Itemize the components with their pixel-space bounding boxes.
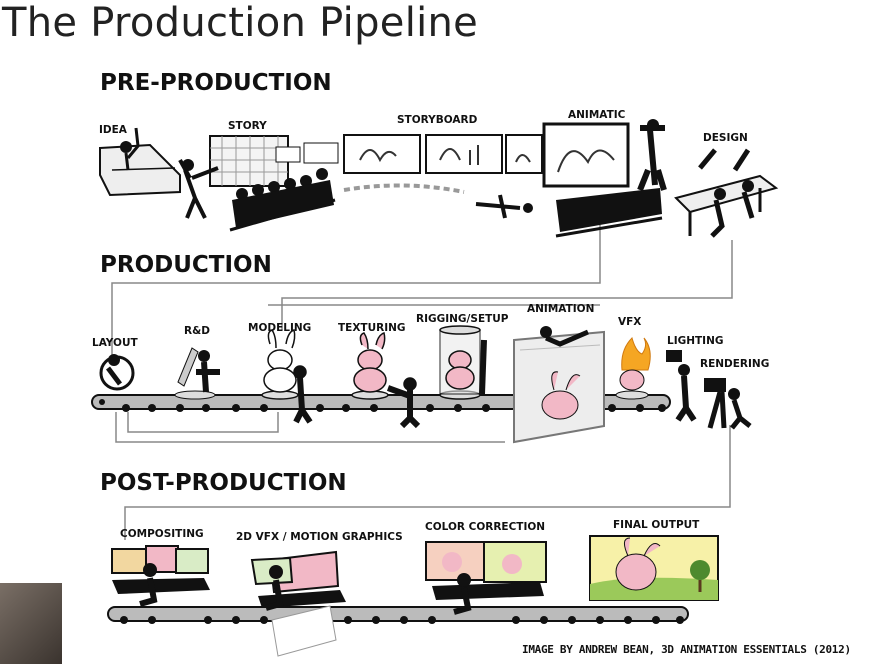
pipeline-connectors (111, 225, 733, 540)
lighting-label: LIGHTING (667, 335, 724, 347)
animation-screen-icon (513, 326, 605, 444)
image-credit: IMAGE BY ANDREW BEAN, 3D ANIMATION ESSEN… (522, 643, 851, 656)
post-conveyor (107, 606, 689, 624)
compositing-desk-icon (111, 545, 210, 607)
texturing-bunny-icon (351, 332, 421, 429)
idea-bed-icon (99, 127, 181, 197)
modeling-label: MODELING (248, 322, 312, 334)
animatic-screen-icon (542, 119, 667, 238)
design-label: DESIGN (703, 132, 748, 144)
storyboard-panels-icon (343, 134, 543, 219)
animatic-label: ANIMATIC (568, 109, 626, 121)
final-output-frame-icon (589, 535, 719, 601)
motion-graphics-label: 2D VFX / MOTION GRAPHICS (236, 531, 403, 543)
layout-figure-icon (99, 354, 135, 391)
story-label: STORY (228, 120, 267, 132)
story-wall-icon (209, 135, 339, 187)
pre-production-heading: PRE-PRODUCTION (100, 70, 332, 96)
vfx-flame-icon (615, 337, 651, 400)
slide-title: The Production Pipeline (2, 0, 479, 46)
idea-label: IDEA (99, 124, 127, 136)
color-correction-label: COLOR CORRECTION (425, 521, 546, 533)
rnd-figure-icon (174, 347, 220, 400)
rigging-bunny-icon (439, 325, 487, 400)
webcam-overlay (0, 583, 62, 664)
animation-label: ANIMATION (527, 303, 595, 315)
rendering-camera-icon (704, 378, 752, 430)
final-output-label: FINAL OUTPUT (613, 519, 700, 531)
motion-graphics-desk-icon (250, 550, 346, 657)
production-heading: PRODUCTION (100, 252, 272, 278)
color-correction-desk-icon (425, 541, 547, 615)
rendering-label: RENDERING (700, 358, 770, 370)
design-desk-icon (674, 148, 779, 238)
vfx-label: VFX (618, 316, 642, 328)
lighting-figure-icon (666, 350, 697, 422)
storyboard-label: STORYBOARD (397, 114, 478, 126)
layout-label: LAYOUT (92, 337, 138, 349)
rigging-label: RIGGING/SETUP (416, 313, 509, 325)
compositing-label: COMPOSITING (120, 528, 204, 540)
texturing-label: TEXTURING (338, 322, 406, 334)
modeling-bunny-icon (261, 329, 313, 424)
story-audience-icon (178, 159, 336, 232)
rnd-label: R&D (184, 325, 210, 337)
post-production-heading: POST-PRODUCTION (100, 470, 347, 496)
